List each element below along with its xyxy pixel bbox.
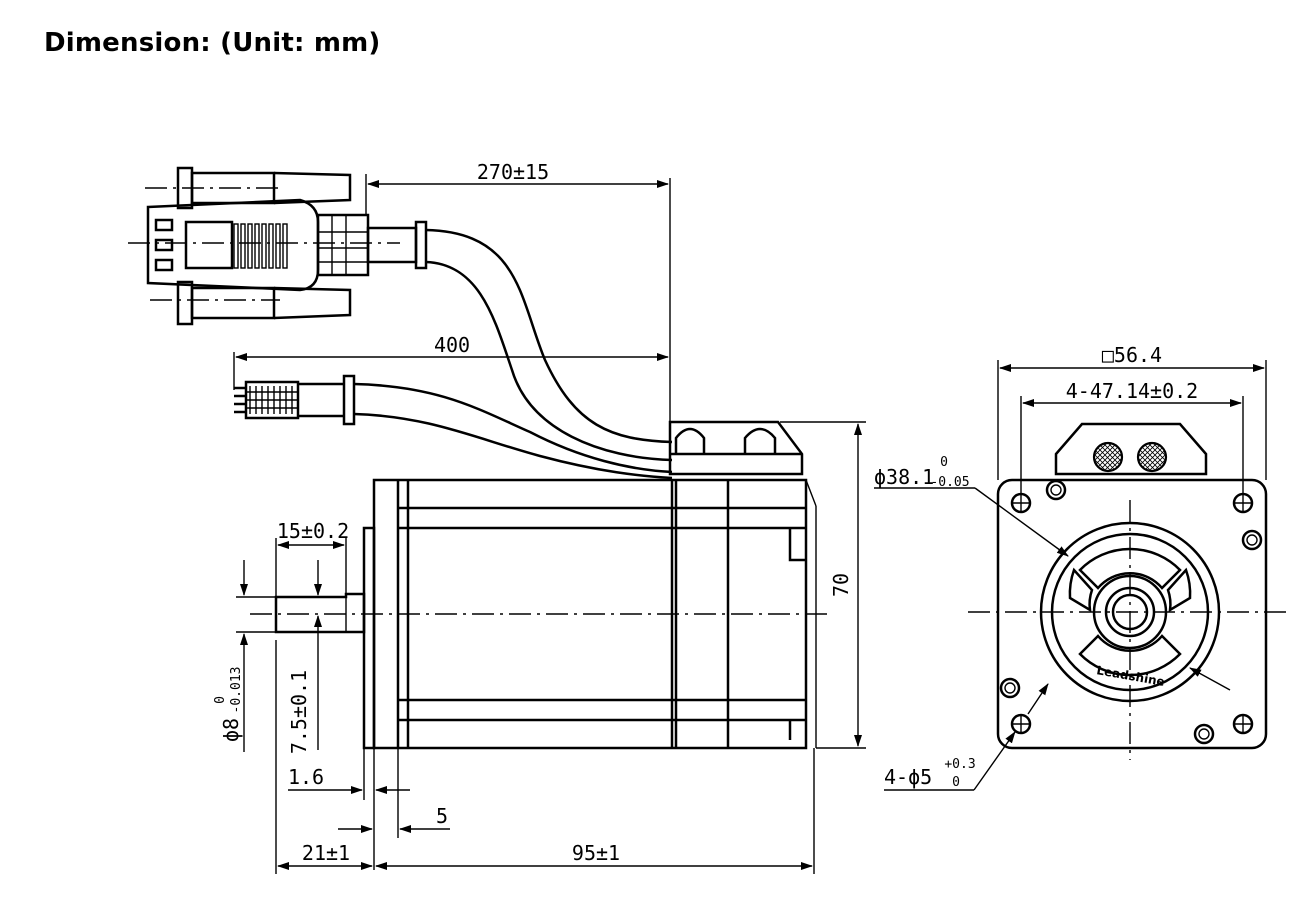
- svg-text:7.5±0.1: 7.5±0.1: [287, 670, 311, 754]
- dim-flange-square: □56.4: [997, 343, 1267, 480]
- dim-key-height: 7.5±0.1: [287, 560, 322, 754]
- svg-text:270±15: 270±15: [477, 160, 549, 184]
- svg-text:4-ϕ5: 4-ϕ5: [884, 765, 932, 789]
- dim-shaft-length: 21±1: [275, 640, 373, 874]
- dim-flange-thickness: 1.6: [288, 748, 410, 870]
- power-connector: [234, 374, 356, 426]
- svg-text:4-47.14±0.2: 4-47.14±0.2: [1066, 379, 1198, 403]
- dim-shaft-diameter: ϕ8 0 -0.013: [213, 560, 276, 752]
- svg-text:1.6: 1.6: [288, 765, 324, 789]
- dim-body-length: 95±1: [375, 748, 815, 874]
- svg-text:70: 70: [829, 573, 853, 597]
- svg-text:+0.3: +0.3: [944, 757, 975, 772]
- svg-text:0: 0: [952, 775, 960, 790]
- motor-cables: [353, 228, 673, 480]
- dim-hole-pitch: 4-47.14±0.2: [1020, 379, 1244, 494]
- svg-text:15±0.2: 15±0.2: [277, 519, 349, 543]
- encoder-connector: [128, 166, 428, 326]
- mounting-holes: [1010, 492, 1254, 735]
- svg-text:0: 0: [213, 696, 228, 704]
- dim-body-height: 70: [780, 421, 866, 749]
- svg-text:□56.4: □56.4: [1102, 343, 1162, 367]
- svg-text:ϕ38.1: ϕ38.1: [874, 465, 934, 489]
- page-title: Dimension: (Unit: mm): [44, 28, 381, 58]
- dim-cable-encoder: 270±15: [365, 160, 671, 422]
- dim-pilot-diameter: ϕ38.1 0 -0.05: [874, 455, 1231, 691]
- dim-cable-power: 400: [233, 333, 669, 390]
- svg-text:5: 5: [436, 804, 448, 828]
- svg-text:ϕ8: ϕ8: [219, 718, 243, 742]
- screw-icon: [999, 479, 1263, 745]
- svg-text:95±1: 95±1: [572, 841, 620, 865]
- svg-text:0: 0: [940, 455, 948, 470]
- motor-side-view: [250, 420, 830, 750]
- dim-boss-length: 5: [338, 748, 450, 838]
- svg-text:21±1: 21±1: [302, 841, 350, 865]
- svg-text:-0.013: -0.013: [229, 667, 244, 714]
- dim-mount-holes: 4-ϕ5 +0.3 0: [884, 683, 1049, 791]
- motor-front-view: Leadshine: [968, 422, 1290, 760]
- dim-key-length: 15±0.2: [275, 519, 349, 600]
- svg-text:400: 400: [434, 333, 470, 357]
- svg-text:-0.05: -0.05: [930, 475, 969, 490]
